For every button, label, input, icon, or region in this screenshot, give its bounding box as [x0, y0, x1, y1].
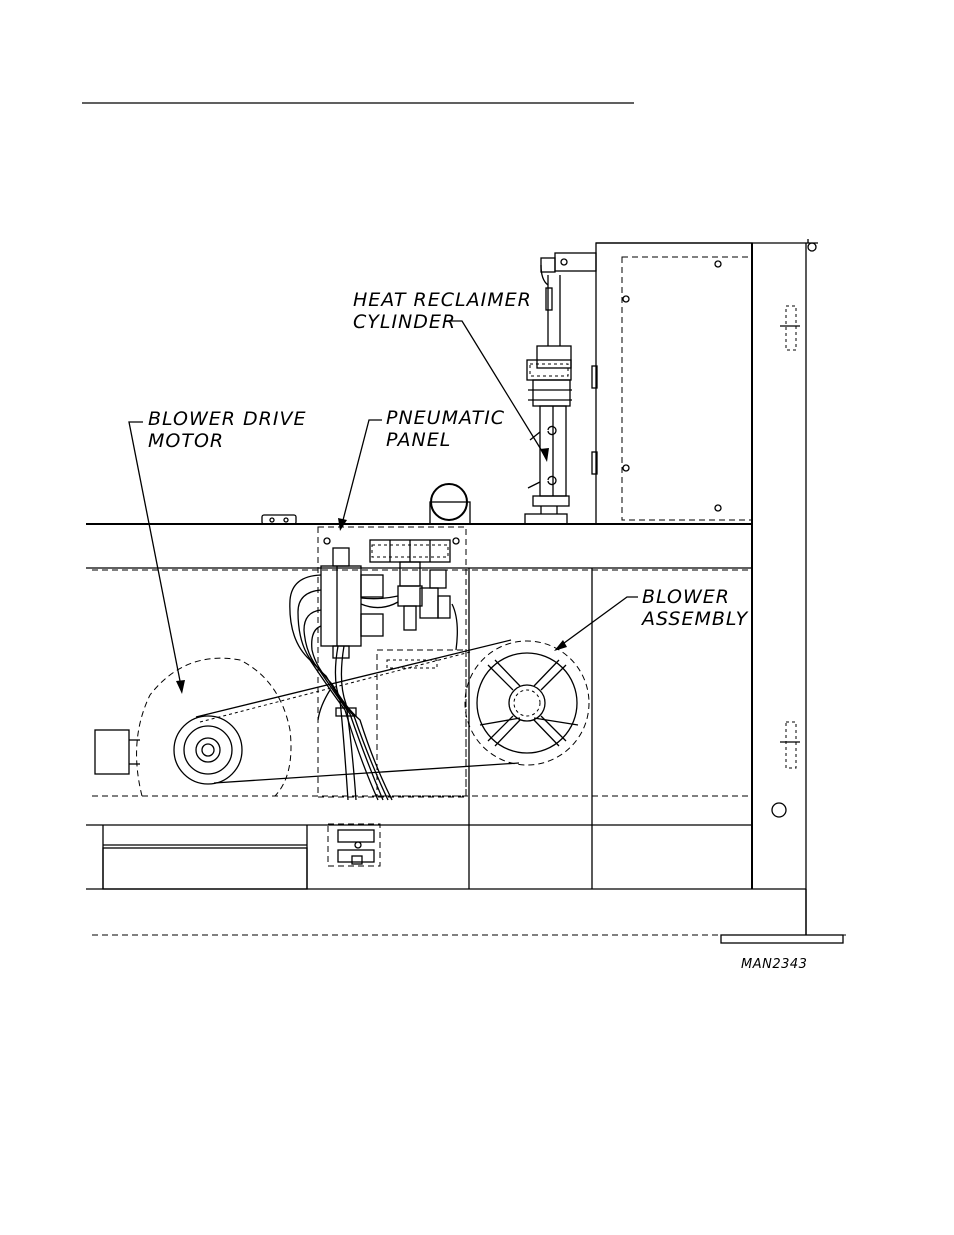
blower-assembly-label-line2: ASSEMBLY — [640, 608, 749, 630]
heat-reclaimer-label-line2: CYLINDER — [353, 311, 456, 333]
heat-reclaimer-cylinder — [525, 253, 596, 524]
heat-reclaimer-label-line1: HEAT RECLAIMER — [353, 289, 532, 311]
blower-assembly — [465, 641, 589, 765]
blower-drive-motor — [95, 640, 519, 796]
pneumatic-label-line2: PANEL — [386, 429, 451, 451]
blower-drive-callout: BLOWER DRIVE MOTOR — [129, 408, 306, 694]
drawing-number: MAN2343 — [741, 957, 807, 972]
blower-assembly-callout: BLOWER ASSEMBLY — [554, 586, 749, 651]
blower-drive-label-line1: BLOWER DRIVE — [148, 408, 306, 430]
blower-drive-label-line2: MOTOR — [148, 430, 224, 452]
blower-assembly-label-line1: BLOWER — [642, 586, 730, 608]
pneumatic-callout: PNEUMATIC PANEL — [338, 407, 505, 531]
pneumatic-label-line1: PNEUMATIC — [386, 407, 505, 429]
hose-bundle — [290, 575, 392, 866]
deck-fittings — [262, 484, 470, 524]
